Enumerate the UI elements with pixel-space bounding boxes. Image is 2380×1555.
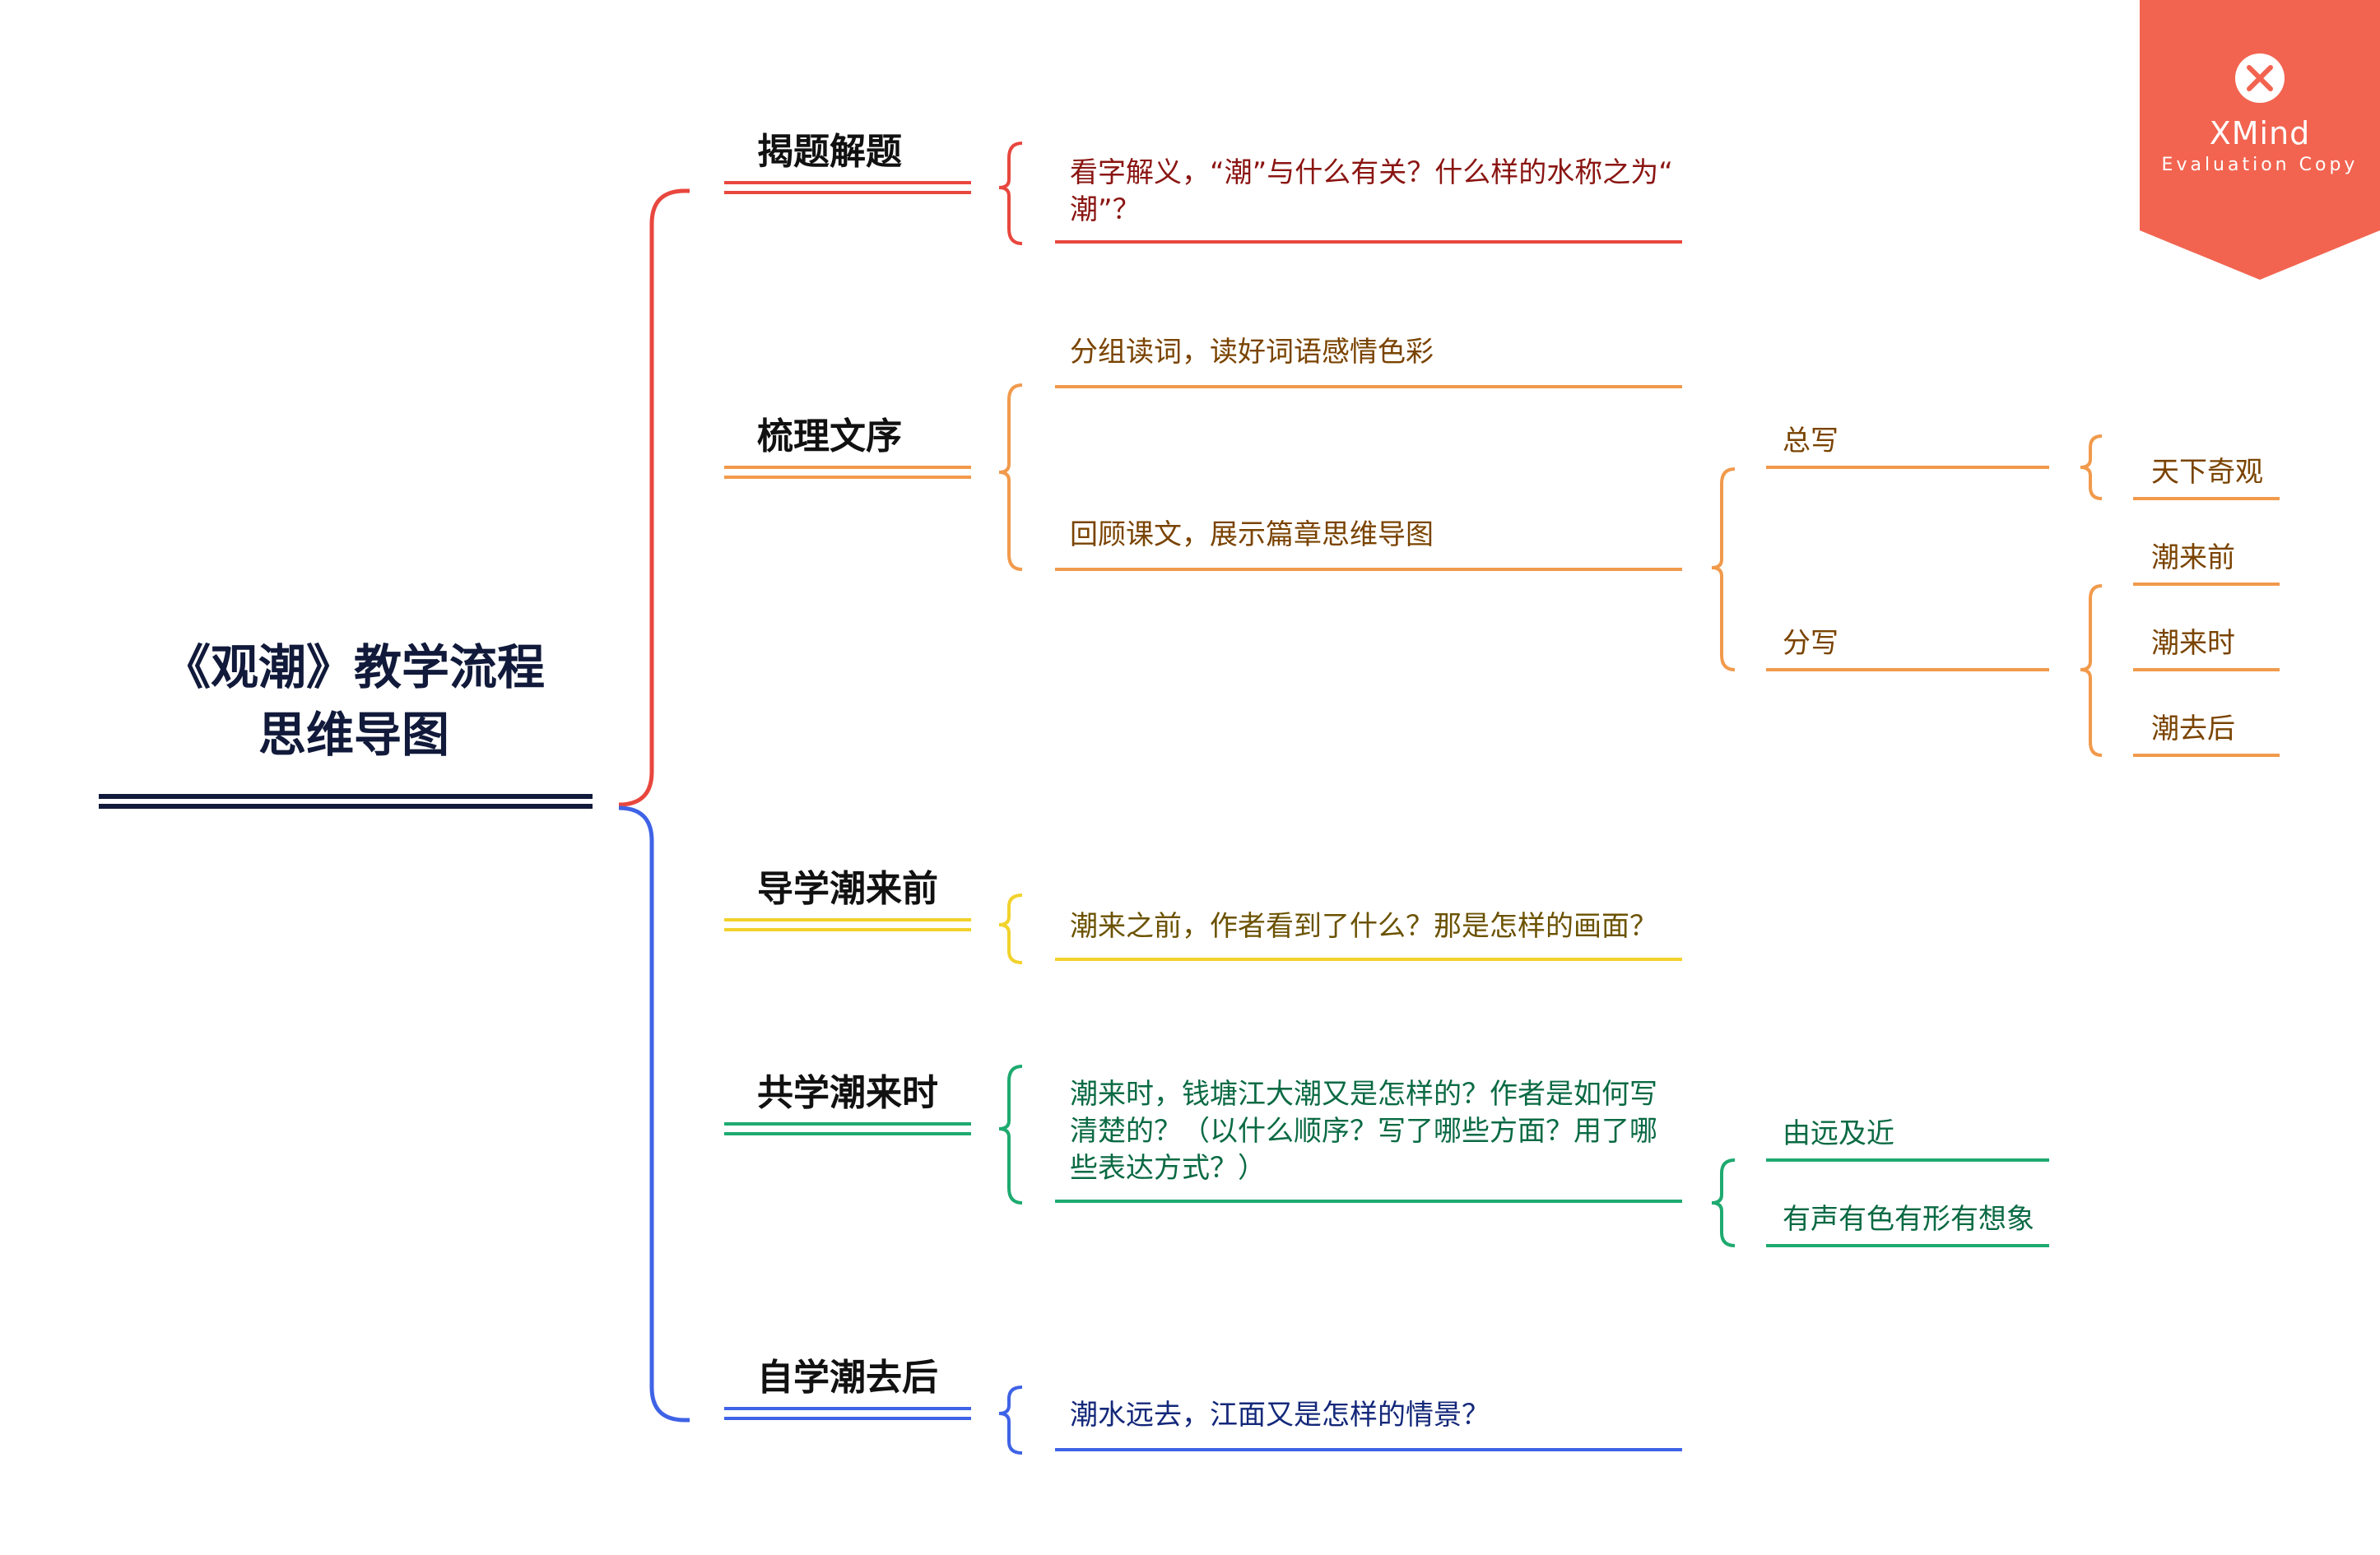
topic-tianxia-qiguan[interactable]: 天下奇观 xyxy=(2151,456,2263,489)
topic-chaolai-zhiqian[interactable]: 潮来之前，作者看到了什么？那是怎样的画面？ xyxy=(1070,910,1657,943)
topic-chaolaishi[interactable]: 潮来时 xyxy=(2151,627,2235,660)
topic-you-yuan-ji-jin[interactable]: 由远及近 xyxy=(1783,1117,1894,1150)
topic-zongxie[interactable]: 总写 xyxy=(1783,425,1838,457)
topic-line: 清楚的？（以什么顺序？写了哪些方面？用了哪 xyxy=(1070,1115,1657,1148)
branch-daoxue[interactable]: 导学潮来前 xyxy=(757,868,938,910)
branch-jieti[interactable]: 揭题解题 xyxy=(757,131,902,173)
root-underline xyxy=(99,794,593,809)
branch-shuli[interactable]: 梳理文序 xyxy=(757,415,902,457)
topic-line: 些表达方式？） xyxy=(1070,1152,1266,1185)
topic-chaoshui-yuanqu[interactable]: 潮水远去，江面又是怎样的情景？ xyxy=(1070,1399,1490,1432)
root-title-line1: 《观潮》教学流程 xyxy=(162,639,545,695)
xmind-watermark-badge xyxy=(2140,0,2380,280)
branch-zixue[interactable]: 自学潮去后 xyxy=(757,1357,938,1399)
brace-3 xyxy=(998,894,1023,964)
topic-line: 潮来时，钱塘江大潮又是怎样的？作者是如何写 xyxy=(1070,1078,1657,1111)
brace-4 xyxy=(998,1065,1023,1205)
topic-huigu-kewen[interactable]: 回顾课文，展示篇章思维导图 xyxy=(1070,518,1434,551)
brace-5 xyxy=(998,1386,1023,1455)
brace-2 xyxy=(998,383,1023,571)
brace-orange-total xyxy=(2080,434,2103,500)
root-topic[interactable]: 《观潮》教学流程 思维导图 xyxy=(99,634,609,768)
brace-green-level2 xyxy=(1711,1158,1736,1247)
topic-chaoquhou[interactable]: 潮去后 xyxy=(2151,713,2235,745)
brace-orange-part xyxy=(2080,584,2103,757)
brace-orange-level2 xyxy=(1711,467,1736,671)
watermark-name: XMind xyxy=(2209,115,2311,151)
topic-fenxie[interactable]: 分写 xyxy=(1783,627,1838,660)
branch-underline-5 xyxy=(724,1407,971,1420)
branch-underline-2 xyxy=(724,466,971,479)
topic-chaolaishi-question[interactable]: 潮来时，钱塘江大潮又是怎样的？作者是如何写 清楚的？（以什么顺序？写了哪些方面？… xyxy=(1070,1076,1657,1187)
brace-1 xyxy=(998,142,1023,245)
topic-fenzu-duci[interactable]: 分组读词，读好词语感情色彩 xyxy=(1070,336,1434,369)
watermark-subtitle: Evaluation Copy xyxy=(2161,155,2359,175)
branch-underline-4 xyxy=(724,1122,971,1135)
branch-underline-3 xyxy=(724,918,971,931)
branch-gongxue[interactable]: 共学潮来时 xyxy=(757,1072,938,1114)
close-x-icon xyxy=(2235,53,2285,103)
topic-chaolaiqian[interactable]: 潮来前 xyxy=(2151,541,2235,574)
topic-line: 看字解义，“潮”与什么有关？什么样的水称之为“ xyxy=(1070,156,1673,189)
topic-you-sheng-you-se[interactable]: 有声有色有形有想象 xyxy=(1783,1203,2034,1236)
topic-jieti-question[interactable]: 看字解义，“潮”与什么有关？什么样的水称之为“ 潮”？ xyxy=(1070,155,1673,229)
topic-line: 潮”？ xyxy=(1070,193,1141,226)
root-title-line2: 思维导图 xyxy=(258,707,449,763)
connector-lower xyxy=(618,805,690,1423)
branch-underline-1 xyxy=(724,181,971,194)
connector-upper xyxy=(618,188,690,807)
